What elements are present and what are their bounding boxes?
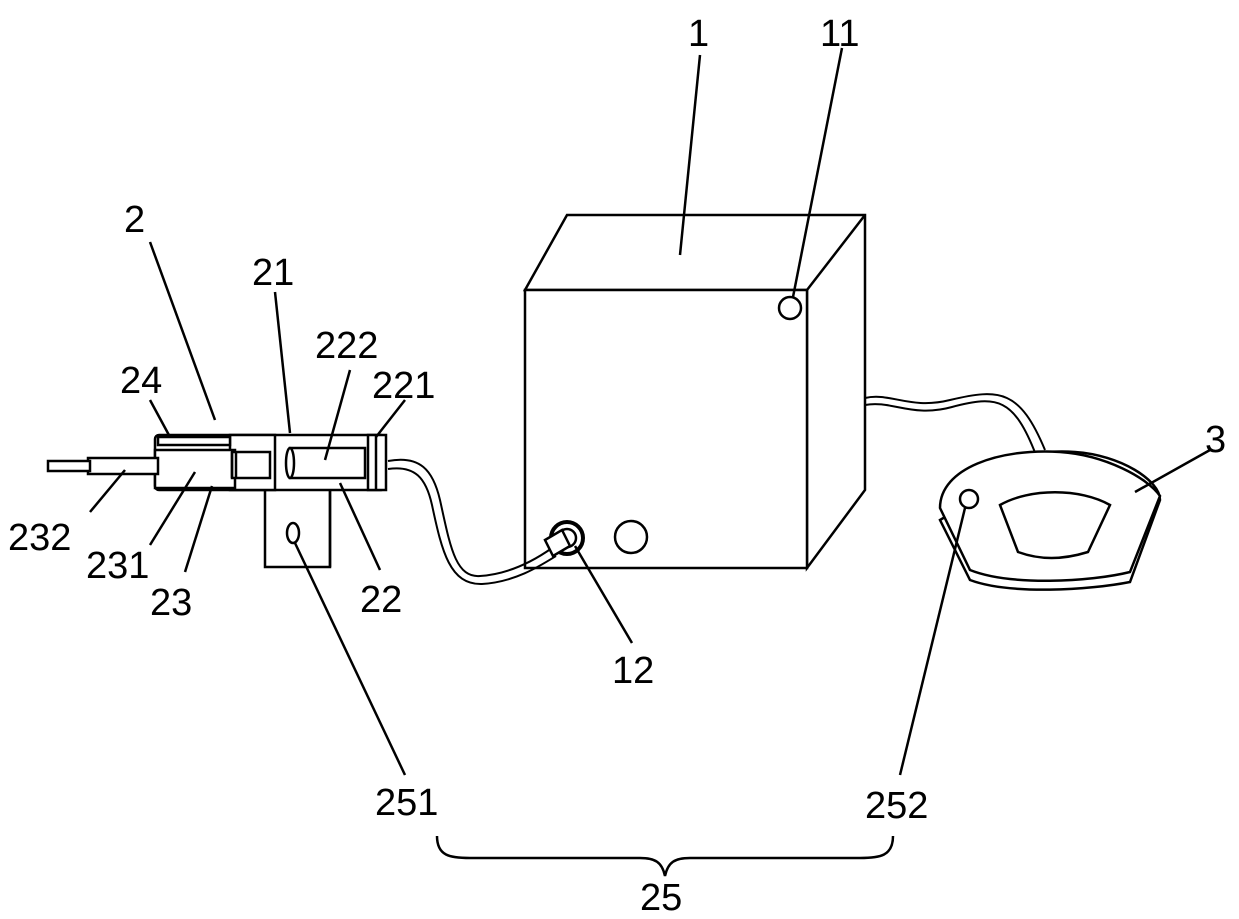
inner-sleeve <box>232 452 270 478</box>
label-251: 251 <box>375 782 438 824</box>
bracket-hole-251 <box>287 523 299 543</box>
pedal-cable <box>865 394 1045 450</box>
label-22: 22 <box>360 579 402 621</box>
label-222: 222 <box>315 325 378 367</box>
label-3: 3 <box>1205 419 1226 461</box>
label-2: 2 <box>124 199 145 241</box>
label-221: 221 <box>372 365 435 407</box>
pedal-switch-252 <box>960 490 978 508</box>
needle-tip <box>48 461 90 471</box>
label-25: 25 <box>640 877 682 919</box>
indicator-light-11 <box>779 297 801 319</box>
label-11: 11 <box>820 13 859 55</box>
label-21: 21 <box>252 252 294 294</box>
strip-24 <box>158 437 230 445</box>
control-box <box>525 215 865 568</box>
label-12: 12 <box>612 650 654 692</box>
switch-knob <box>615 521 647 553</box>
label-24: 24 <box>120 360 162 402</box>
label-252: 252 <box>865 785 928 827</box>
label-231: 231 <box>86 545 149 587</box>
inner-tube-231 <box>155 450 235 488</box>
foot-pedal <box>940 451 1160 589</box>
label-23: 23 <box>150 582 192 624</box>
bracket-25 <box>437 836 893 876</box>
label-1: 1 <box>688 13 709 55</box>
label-232: 232 <box>8 517 71 559</box>
pedal-cable-inner <box>865 401 1036 455</box>
